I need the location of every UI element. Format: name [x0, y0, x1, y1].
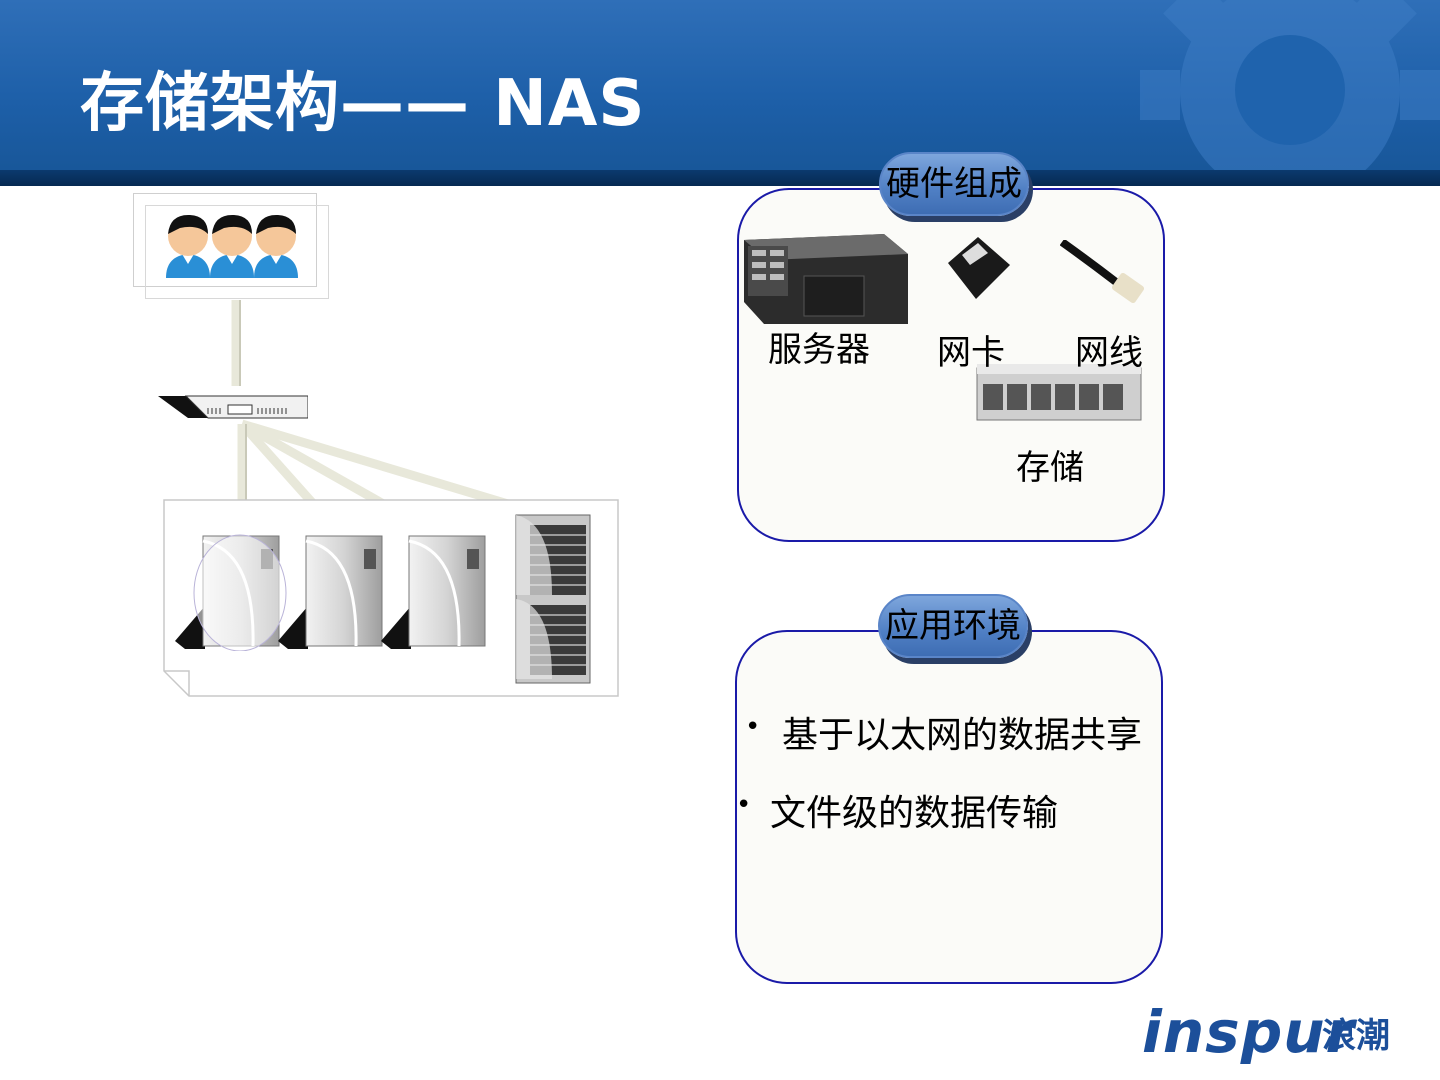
users-frame — [133, 193, 317, 287]
environment-bullet-2: 文件级的数据传输 — [770, 793, 1059, 834]
hardware-heading-text: 硬件组成 — [886, 164, 1022, 204]
hardware-label-server: 服务器 — [768, 330, 870, 370]
server-icon — [744, 234, 908, 324]
environment-bullet-1: 基于以太网的数据共享 — [782, 715, 1143, 756]
bullet-dot: • — [736, 790, 752, 820]
inspur-logo-cn: 浪潮 — [1322, 1016, 1390, 1056]
header-banner: 存储架构—— NAS — [0, 0, 1440, 186]
tower-servers — [175, 534, 486, 651]
switch-icon — [158, 395, 308, 419]
network-card-icon — [948, 237, 1010, 299]
header-divider — [0, 170, 1440, 186]
hardware-label-nic: 网卡 — [937, 333, 1005, 373]
slide-title: 存储架构—— NAS — [80, 67, 646, 141]
server-icon — [278, 535, 383, 649]
hardware-heading: 硬件组成 — [879, 152, 1029, 216]
nas-diagram — [0, 186, 700, 746]
users-frame-shadow — [145, 205, 329, 299]
users-icon — [166, 214, 298, 278]
network-cable-icon — [1060, 240, 1145, 304]
nas-storage-icon — [515, 514, 591, 684]
environment-heading-text: 应用环境 — [885, 606, 1021, 646]
environment-heading: 应用环境 — [878, 594, 1028, 658]
bullet-dot: • — [745, 712, 761, 742]
storage-array-icon — [976, 364, 1142, 421]
inspur-logo: inspur — [1142, 998, 1356, 1066]
hardware-label-cable: 网线 — [1075, 333, 1143, 373]
gear-icon — [1140, 0, 1440, 186]
server-icon — [381, 535, 486, 649]
hardware-label-storage: 存储 — [1016, 448, 1084, 488]
